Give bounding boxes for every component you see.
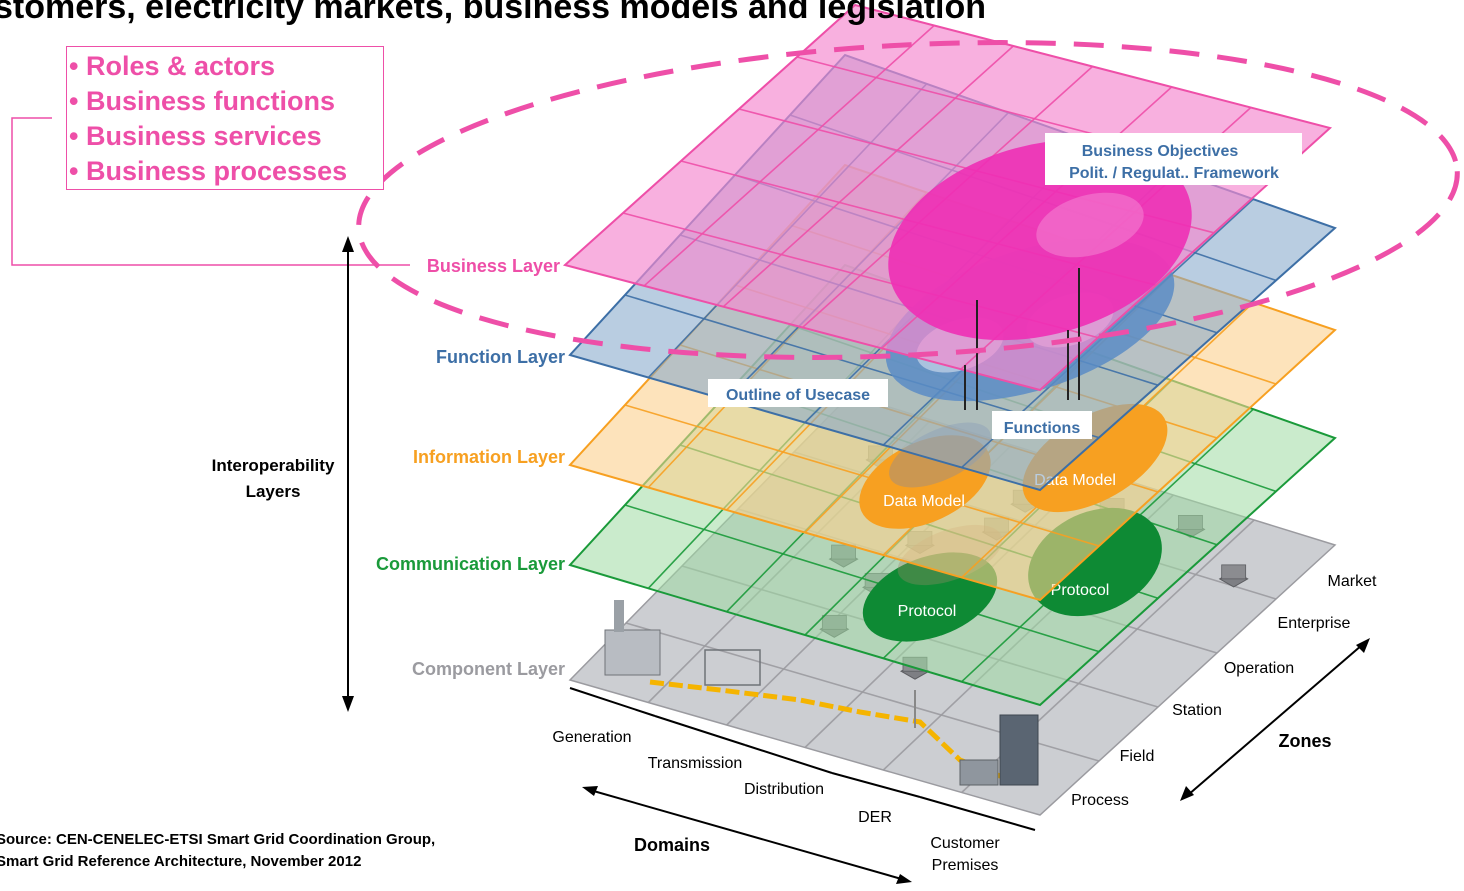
building-icon: [999, 714, 1039, 786]
bullet-business-services: • Business services: [69, 121, 322, 151]
zone-label: Field: [1120, 748, 1155, 765]
bullet-text: Business services: [85, 121, 322, 151]
domains-arrow-right: [896, 874, 912, 884]
layer-label-function-layer: Function Layer: [436, 347, 565, 367]
device-box-top: [1221, 564, 1247, 580]
house-icon: [959, 759, 999, 786]
protocol-label: Protocol: [898, 603, 957, 620]
zones-label: Zones: [1278, 731, 1331, 751]
callout-box: [708, 379, 888, 407]
bullet-text: Business functions: [85, 86, 336, 116]
grid-line-domain: [624, 504, 1100, 653]
zones-axis-line: [1187, 644, 1363, 796]
domains-label: Domains: [634, 835, 710, 855]
callout-title: Business Objectives: [1082, 143, 1239, 160]
bullet-text: Roles & actors: [85, 51, 276, 81]
zone-label: Market: [1328, 573, 1377, 590]
business-sub-ellipse: [1036, 192, 1144, 258]
domain-label: Generation: [552, 729, 631, 746]
bullet-roles-actors: • Roles & actors: [69, 51, 276, 81]
axis-label-line-2: Layers: [246, 482, 301, 501]
layer-label-component-layer: Component Layer: [412, 659, 565, 679]
domain-segment-arrow: [654, 715, 746, 746]
chimney-icon: [614, 600, 624, 632]
data-model-label: Data Model: [883, 493, 965, 510]
business-plane: [562, 3, 1333, 392]
bullet-business-processes: • Business processes: [69, 156, 348, 186]
axis-label-line-1: Interoperability: [212, 456, 335, 475]
power-plant-icon: [604, 629, 661, 676]
domain-label: Transmission: [648, 755, 743, 772]
axis-arrow-up: [342, 236, 354, 252]
domain-segment-arrow: [919, 796, 1036, 831]
callout-box: [1045, 133, 1302, 185]
protocol-label: Protocol: [1051, 582, 1110, 599]
zone-label: Enterprise: [1278, 615, 1351, 632]
callout-box: [992, 411, 1092, 439]
domain-label: Customer: [930, 835, 1000, 852]
grid-line-zone: [722, 45, 1014, 308]
source-line-1: Source: CEN-CENELEC-ETSI Smart Grid Coor…: [0, 831, 436, 848]
substation-icon: [704, 649, 761, 686]
grid-line-zone: [643, 24, 935, 287]
layer-label-business-layer: Business Layer: [427, 256, 560, 276]
functions-callout: Functions: [992, 411, 1092, 439]
domains-axis-line: [589, 789, 906, 881]
callout-text: Outline of Usecase: [726, 387, 870, 404]
domain-segment-arrow: [569, 687, 656, 717]
bullet-text: Business processes: [85, 156, 348, 186]
data-model-ellipse: [1022, 403, 1168, 513]
business-bullets-box: • Roles & actors • Business functions • …: [66, 46, 384, 190]
domain-label: DER: [858, 809, 892, 826]
business-highlight-dashed-ellipse: [356, 40, 1460, 360]
zones-arrow-up: [1356, 638, 1370, 653]
domain-label: Premises: [932, 857, 999, 874]
callout-text: Functions: [1004, 420, 1081, 437]
domains-arrow-left: [582, 786, 598, 796]
zones-arrow-down: [1180, 786, 1194, 801]
slide-title: stomers, electricity markets, business m…: [0, 0, 987, 26]
domain-segment-arrow: [744, 744, 833, 774]
domain-segment-arrow: [831, 772, 921, 798]
layer-label-communication-layer: Communication Layer: [376, 554, 565, 574]
zone-label: Process: [1071, 792, 1129, 809]
grid-line-domain: [624, 404, 1100, 547]
axis-arrow-down: [342, 696, 354, 712]
callout-subtitle: Polit. / Regulat.. Framework: [1069, 165, 1279, 182]
outline-usecase-callout: Outline of Usecase: [708, 379, 888, 407]
domain-label: Distribution: [744, 781, 824, 798]
layer-label-information-layer: Information Layer: [413, 447, 565, 467]
source-citation: Source: CEN-CENELEC-ETSI Smart Grid Coor…: [0, 829, 435, 873]
bullets-connector-line: [11, 117, 410, 266]
source-line-2: Smart Grid Reference Architecture, Novem…: [0, 853, 362, 870]
zone-label: Operation: [1224, 660, 1294, 677]
zone-label: Station: [1172, 702, 1222, 719]
bullet-business-functions: • Business functions: [69, 86, 336, 116]
